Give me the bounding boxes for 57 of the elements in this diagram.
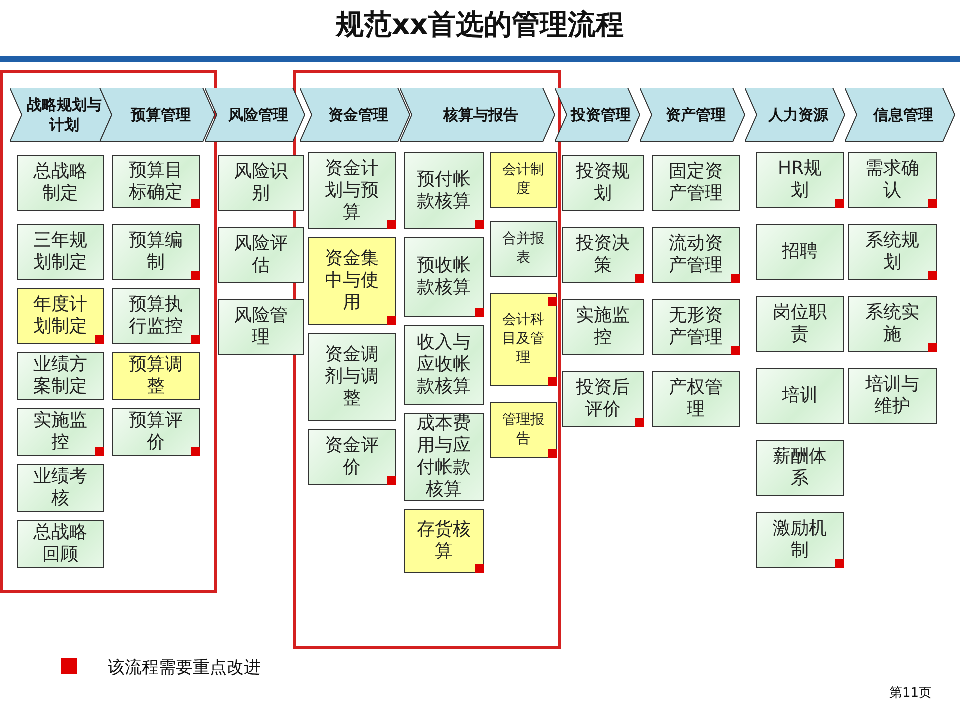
process-box: 资金集中与使用 [308,237,396,325]
process-box: 合并报表 [490,221,557,277]
process-box: 投资规划 [562,155,644,211]
process-box: 三年规划制定 [17,224,104,280]
process-box: 预算评价 [112,408,200,456]
process-box: 岗位职责 [756,296,844,352]
stage-header: 风险管理 [205,88,305,142]
process-box: 预算目标确定 [112,155,200,208]
process-box: 资金评价 [308,429,396,485]
process-box: 成本费用与应付帐款核算 [404,413,484,501]
process-box: 固定资产管理 [652,155,740,211]
stage-header: 核算与报告 [400,88,555,142]
process-box: 会计科目及管理 [490,293,557,386]
process-box: 年度计划制定 [17,288,104,344]
process-box: 业绩考核 [17,464,104,512]
title: 规范xx首选的管理流程 [334,7,626,43]
process-box: 业绩方案制定 [17,352,104,400]
process-box: 流动资产管理 [652,227,740,283]
process-box: 预算编制 [112,224,200,280]
stage-header: 战略规划与计划 [10,88,112,142]
process-box: HR规划 [756,152,844,208]
stage-header: 信息管理 [845,88,955,142]
process-box: 投资决策 [562,227,644,283]
legend-label: 该流程需要重点改进 [108,657,261,679]
process-box: 资金计划与预算 [308,152,396,229]
stage-header: 投资管理 [555,88,640,142]
process-box: 产权管理 [652,371,740,427]
process-box: 预收帐款核算 [404,237,484,317]
process-box: 风险识别 [218,155,304,211]
page-number: 第11页 [889,685,932,702]
process-box: 系统实施 [848,296,937,352]
process-box: 需求确认 [848,152,937,208]
process-box: 薪酬体系 [756,440,844,496]
process-box: 管理报告 [490,402,557,458]
process-box: 风险管理 [218,299,304,355]
stage-header: 资金管理 [300,88,410,142]
process-box: 收入与应收帐款核算 [404,325,484,405]
process-box: 总战略回顾 [17,520,104,568]
process-box: 资金调剂与调整 [308,333,396,421]
process-box: 培训 [756,368,844,424]
process-box: 实施监控 [562,299,644,355]
process-box: 培训与维护 [848,368,937,424]
process-box: 存货核算 [404,509,484,573]
process-box: 系统规划 [848,224,937,280]
process-box: 无形资产管理 [652,299,740,355]
stage-header: 人力资源 [745,88,845,142]
process-box: 预付帐款核算 [404,152,484,229]
process-box: 预算调整 [112,352,200,400]
process-box: 激励机制 [756,512,844,568]
process-box: 总战略制定 [17,155,104,211]
stage-header: 资产管理 [640,88,745,142]
process-box: 招聘 [756,224,844,280]
process-box: 预算执行监控 [112,288,200,344]
process-box: 实施监控 [17,408,104,456]
process-box: 风险评估 [218,227,304,283]
process-box: 投资后评价 [562,371,644,427]
process-box: 会计制度 [490,152,557,208]
